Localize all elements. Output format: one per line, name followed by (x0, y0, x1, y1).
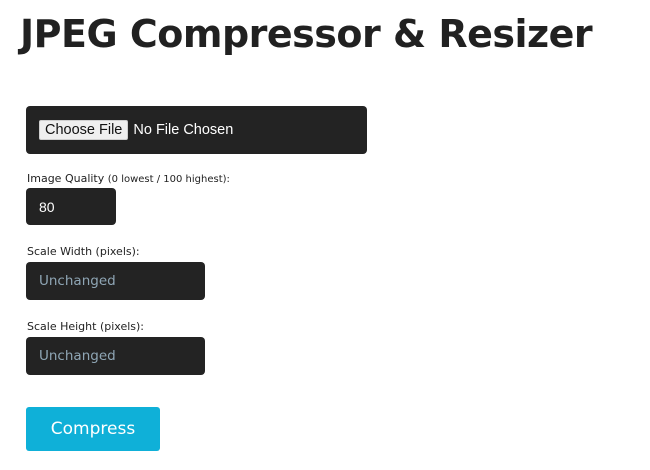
scale-height-label: Scale Height (pixels): (27, 320, 145, 333)
scale-width-label: Scale Width (pixels): (27, 245, 140, 258)
page-title: JPEG Compressor & Resizer (20, 12, 593, 56)
choose-file-button[interactable]: Choose File (39, 120, 129, 140)
file-status-text: No File Chosen (133, 122, 234, 138)
file-input[interactable]: Choose File No File Chosen (26, 106, 367, 154)
scale-height-input[interactable] (26, 337, 205, 375)
image-quality-input[interactable] (26, 188, 116, 225)
image-quality-label-main: Image Quality (27, 172, 108, 185)
compress-button[interactable]: Compress (26, 407, 160, 451)
image-quality-label-hint: (0 lowest / 100 highest): (107, 174, 230, 185)
image-quality-label: Image Quality (0 lowest / 100 highest): (27, 172, 230, 185)
scale-width-input[interactable] (26, 262, 205, 300)
